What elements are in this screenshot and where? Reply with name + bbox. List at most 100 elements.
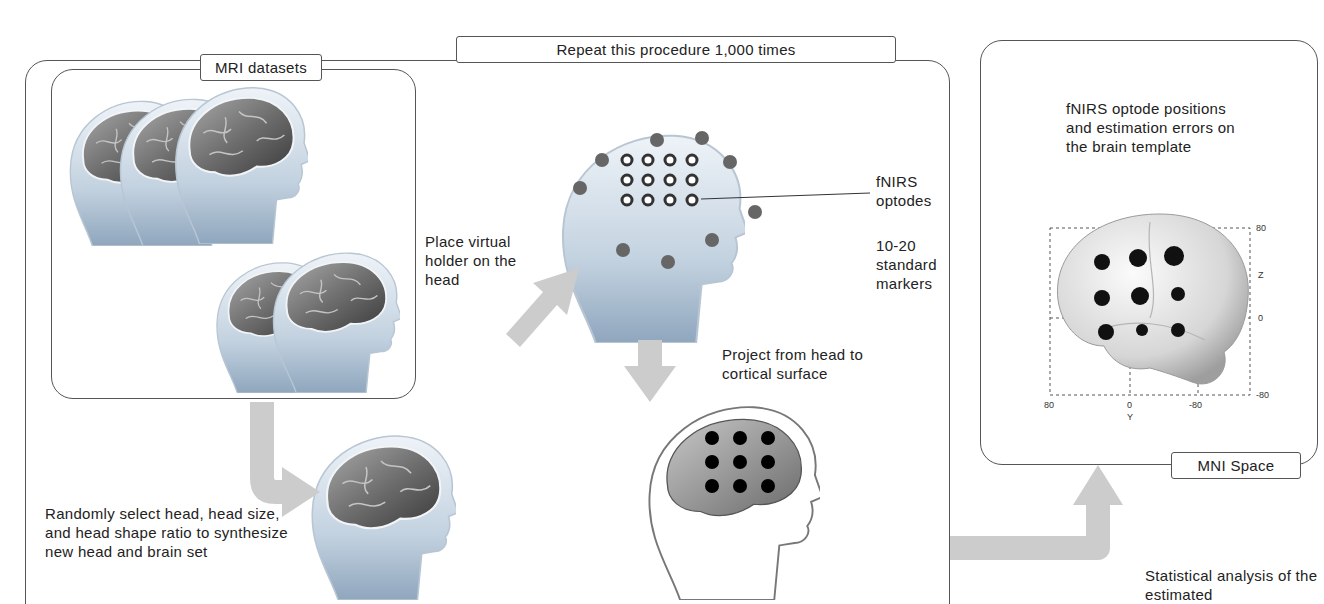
callout-label: 10-20 standard markers [876,236,942,293]
standard-marker [573,181,587,195]
label-slot: 0 [1258,313,1263,323]
standard-marker [661,255,675,269]
optode [687,195,697,205]
text-slot: Repeat this procedure 1,000 times [456,36,896,63]
callout-label: fNIRS optodes [876,172,942,210]
space-tab: MNI Space [1171,452,1301,479]
leader-line [701,193,870,199]
axis-tick: -80 [1256,390,1269,400]
axis-tick: -80 [1189,400,1202,410]
projected-points [705,431,775,493]
label-slot: Z [1258,270,1264,280]
brain-sulcus [1100,222,1205,340]
connector-group [950,505,1098,548]
projected-point [761,431,775,445]
step-note: Place virtual holder on the head [425,232,535,289]
mri-heads [70,88,402,393]
projected-point [761,479,775,493]
projected-point [705,455,719,469]
optode-position [1129,249,1147,267]
label-slot: Y [1127,412,1133,422]
optode [622,175,632,185]
label-slot: Statistical analysis of the estimated [1145,566,1320,604]
axis-tick: 80 [1044,400,1054,410]
optode [622,195,632,205]
projected-point [761,455,775,469]
optode-position [1098,324,1114,340]
process-arrow [506,268,579,347]
optode [687,155,697,165]
optode [622,155,632,165]
text-slot: MRI datasets [200,54,322,81]
label-slot: Randomly select head, head size, and hea… [45,504,307,561]
standard-marker [723,155,737,169]
dataset-tab: MRI datasets [200,54,322,81]
axis-tick: 80 [1256,223,1266,233]
mri-head [176,88,310,244]
label-slot: 80 [1044,400,1054,410]
text-slot: MNI Space [1171,452,1301,479]
axis-tick: 0 [1127,400,1132,410]
label-slot: Project from head to cortical surface [722,345,887,383]
loop-frame: MRI datasetsRepeat this procedure 1,000 … [25,60,950,604]
projected-point [733,479,747,493]
standard-markers [573,131,762,269]
optode [665,175,675,185]
label-slot: Place virtual holder on the head [425,232,535,289]
synthesized-head [312,436,458,600]
optode-position [1136,324,1148,336]
optode-position [1131,287,1149,305]
loop-tab: Repeat this procedure 1,000 times [456,36,896,63]
optode-position [1171,323,1185,337]
step-note: Randomly select head, head size, and hea… [45,504,307,561]
projected-point [733,431,747,445]
projected-point [705,479,719,493]
optode [643,195,653,205]
label-slot: 80 [1256,223,1266,233]
standard-marker [650,133,664,147]
standard-marker [695,131,709,145]
holder-head [563,131,870,343]
optode-position [1094,254,1110,270]
template-box: fNIRS optode positions and estimation er… [980,40,1318,465]
standard-marker [748,205,762,219]
cortical-projection [649,407,822,600]
optode-position [1094,290,1110,306]
optode [665,155,675,165]
axis-title: Y [1127,412,1133,422]
label-slot: 10-20 standard markers [876,236,942,293]
process-arrow [250,402,320,517]
label-slot: -80 [1189,400,1202,410]
label-slot: 0 [1127,400,1132,410]
optode [643,175,653,185]
template-note: fNIRS optode positions and estimation er… [1066,99,1246,156]
axis-tick: 0 [1258,313,1263,323]
step-note: Project from head to cortical surface [722,345,887,383]
optode-position [1171,287,1185,301]
axis-title: Z [1258,270,1264,280]
label-slot: fNIRS optodes [876,172,942,210]
optodes [622,155,697,205]
dataset-box: MRI datasets [51,69,416,399]
optode-positions [1094,246,1185,340]
mri-head [274,253,402,393]
head-outline [649,407,822,600]
standard-marker [595,153,609,167]
projected-point [733,455,747,469]
label-slot: -80 [1256,390,1269,400]
optode [665,195,675,205]
step-note: Statistical analysis of the estimated [1145,566,1320,604]
projected-point [705,431,719,445]
mni-chart [1050,214,1250,395]
text-slot: fNIRS optode positions and estimation er… [1066,99,1246,156]
optode-position [1164,246,1184,266]
flow-arrow [950,505,1098,548]
process-arrows [250,268,676,517]
standard-marker [705,233,719,247]
head-silhouette [563,136,748,343]
optode [643,155,653,165]
optode [687,175,697,185]
template-brain [1057,214,1248,384]
